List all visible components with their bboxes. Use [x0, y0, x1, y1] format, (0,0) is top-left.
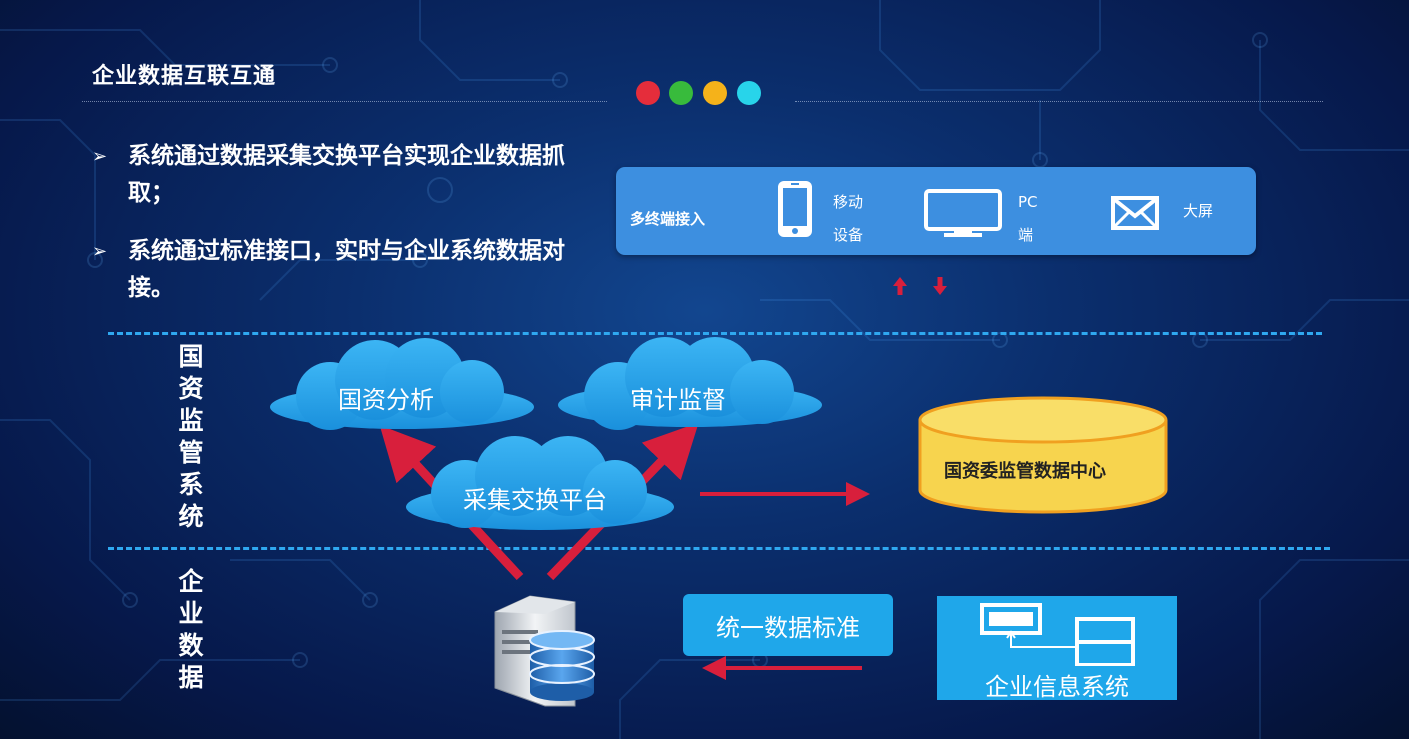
- cloud-analysis-label: 国资分析: [338, 386, 434, 414]
- section-label-char: 业: [178, 599, 204, 628]
- cloud-analysis: [270, 338, 534, 430]
- section-label-char: 资: [178, 374, 204, 403]
- arrow-up-icon: [893, 277, 907, 295]
- bullet-text: 系统通过标准接口，实时与企业系统数据对接。: [128, 238, 565, 301]
- section-label-char: 国: [178, 342, 204, 371]
- section-label-char: 统: [178, 502, 204, 531]
- title-divider-left: [82, 101, 607, 102]
- section-label-char: 企: [178, 567, 204, 596]
- page-title: 企业数据互联互通: [92, 64, 277, 89]
- section-divider: [108, 332, 1322, 335]
- smartphone-icon: [778, 181, 812, 237]
- bullet-arrow-icon: ➢: [92, 146, 108, 167]
- datacenter-label: 国资委监管数据中心: [944, 461, 1106, 482]
- arrow-down-icon: [933, 277, 947, 295]
- database-server-icon: [494, 595, 595, 707]
- section-label-char: 数: [178, 631, 204, 660]
- section-label-char: 据: [178, 663, 204, 692]
- section-label-char: 系: [178, 470, 204, 499]
- indicator-dot-red: [636, 81, 660, 105]
- indicator-dot-cyan: [737, 81, 761, 105]
- section-label-char: 监: [178, 406, 204, 435]
- indicator-dot-green: [669, 81, 693, 105]
- monitor-icon: [924, 189, 1002, 237]
- datacenter-cylinder: [918, 396, 1168, 514]
- enterprise-system-box: 企业信息系统: [937, 596, 1177, 701]
- terminal-label-pc: PC端: [1018, 193, 1038, 244]
- terminal-access-box: 多终端接入 移动设备 PC端 大屏: [616, 167, 1256, 255]
- enterprise-system-label: 企业信息系统: [985, 673, 1129, 701]
- unified-standard-box: 统一数据标准: [683, 594, 893, 656]
- envelope-icon: [1111, 196, 1159, 230]
- unified-standard-label: 统一数据标准: [716, 613, 860, 642]
- section-label-char: 管: [178, 438, 204, 467]
- terminal-label-mobile: 移动设备: [833, 193, 864, 244]
- cloud-audit: [558, 337, 822, 430]
- cloud-exchange: [406, 436, 674, 530]
- bullet-item: ➢ 系统通过数据采集交换平台实现企业数据抓取；: [92, 138, 612, 214]
- bullet-text: 系统通过数据采集交换平台实现企业数据抓取；: [128, 143, 565, 206]
- bullet-item: ➢ 系统通过标准接口，实时与企业系统数据对接。: [92, 233, 612, 309]
- section-divider: [108, 547, 1330, 550]
- indicator-dot-yellow: [703, 81, 727, 105]
- terminal-label-screen: 大屏: [1183, 202, 1214, 220]
- terminal-title: 多终端接入: [630, 210, 706, 228]
- title-divider-right: [795, 101, 1323, 102]
- system-network-icon: [980, 603, 1135, 666]
- bullet-arrow-icon: ➢: [92, 241, 108, 262]
- cloud-exchange-label: 采集交换平台: [463, 486, 607, 514]
- section-label-enterprise: 企 业 数 据: [176, 566, 206, 694]
- cloud-audit-label: 审计监督: [630, 386, 726, 414]
- section-label-supervision: 国 资 监 管 系 统: [176, 341, 206, 533]
